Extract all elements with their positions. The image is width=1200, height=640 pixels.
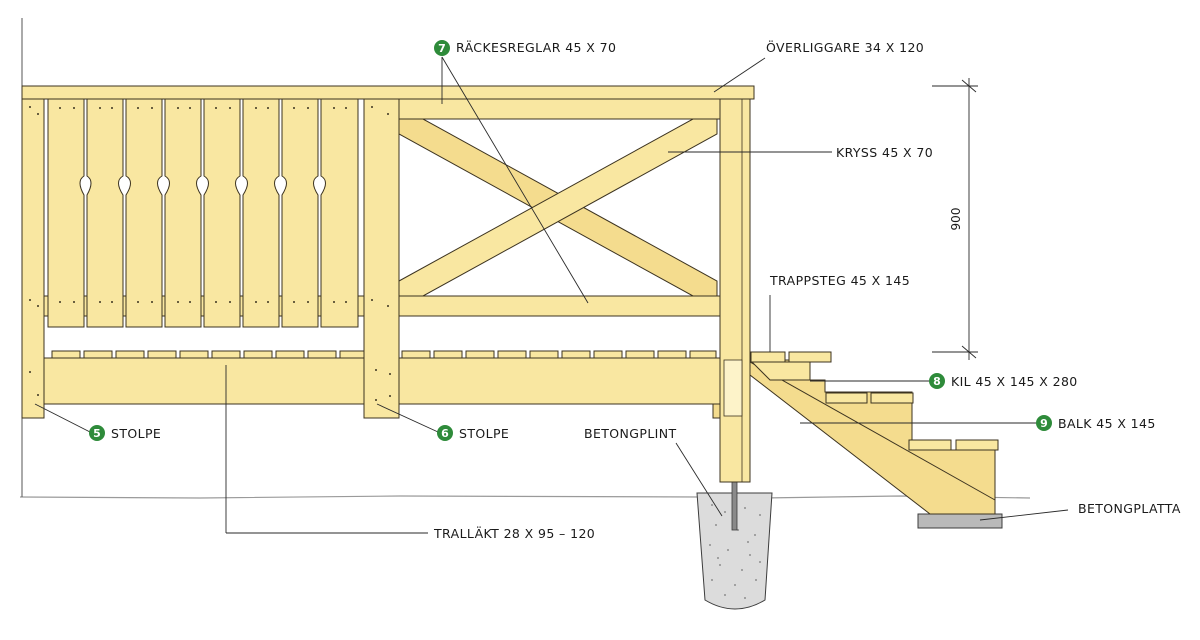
beam-end-block: [723, 359, 743, 417]
post-5-nails: [29, 106, 39, 396]
label-overliggare: ÖVERLIGGARE 34 X 120: [766, 39, 924, 55]
stair-tread: [908, 439, 952, 451]
label-betongplint: BETONGPLINT: [584, 426, 677, 441]
ground-line: [19, 495, 1031, 499]
badge-6: [437, 425, 453, 441]
decking-boards: [51, 350, 717, 359]
badge-9-number: 9: [1040, 417, 1048, 430]
badge-8: [929, 373, 945, 389]
label-kryss: KRYSS 45 X 70: [836, 145, 933, 160]
cross-braces: [398, 118, 718, 297]
label-stolpe-5: STOLPE: [111, 426, 161, 441]
concrete-slab: [917, 513, 1003, 529]
post-5: [21, 98, 45, 419]
badge-6-number: 6: [441, 427, 449, 440]
label-tralläkt: TRALLÄKT 28 X 95 – 120: [433, 526, 595, 541]
badge-7: [434, 40, 450, 56]
stair-tread: [825, 392, 868, 404]
badge-7-number: 7: [438, 42, 446, 55]
badge-9: [1036, 415, 1052, 431]
anchor-rod: [731, 481, 738, 531]
stair-tread: [750, 351, 786, 363]
lower-rail: [395, 295, 721, 317]
upper-rail: [395, 98, 721, 120]
concrete-plinth: [696, 492, 773, 610]
post-6: [363, 98, 400, 419]
label-trappsteg: TRAPPSTEG 45 X 145: [769, 273, 910, 288]
stringer-edge: [749, 361, 996, 501]
label-kil: KIL 45 X 145 X 280: [951, 374, 1078, 389]
badge-5: [89, 425, 105, 441]
badge-5-number: 5: [93, 427, 101, 440]
top-rail: [21, 85, 755, 100]
plinth-speckles: [709, 504, 761, 599]
badge-8-number: 8: [933, 375, 941, 388]
dimension-value: 900: [949, 208, 963, 231]
label-betongplatta: BETONGPLATTA: [1078, 501, 1181, 516]
balusters: [47, 98, 359, 328]
label-balk: BALK 45 X 145: [1058, 416, 1156, 431]
stair-tread: [870, 392, 914, 404]
label-rackesreglar: RÄCKESREGLAR 45 X 70: [456, 40, 616, 55]
dimension-900: [932, 78, 978, 360]
leader-lines: [34, 56, 1069, 534]
post-6-nails: [371, 106, 391, 401]
label-stolpe-6: STOLPE: [459, 426, 509, 441]
stair-tread: [955, 439, 999, 451]
baluster-nails: [59, 107, 347, 303]
post-right: [719, 98, 751, 483]
stair-tread: [788, 351, 832, 363]
